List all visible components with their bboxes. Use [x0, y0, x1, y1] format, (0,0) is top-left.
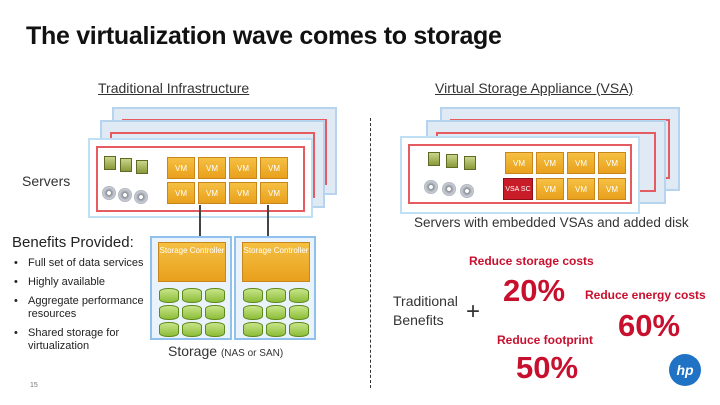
- vm-block: VM: [536, 178, 564, 200]
- traditional-benefits-label: Traditional Benefits: [393, 293, 458, 328]
- section-divider: [370, 118, 371, 388]
- benefit-item: Shared storage for virtualization: [12, 327, 152, 353]
- benefits-list: Full set of data services Highly availab…: [12, 257, 152, 359]
- vm-block: VM: [260, 182, 288, 204]
- server-board-icon: [120, 158, 132, 172]
- vm-block: VM: [167, 157, 195, 179]
- storage-controller: Storage Controller: [242, 242, 310, 282]
- page-title: The virtualization wave comes to storage: [26, 22, 502, 50]
- reduce-storage-costs-label: Reduce storage costs: [469, 254, 594, 268]
- vm-block: VM: [260, 157, 288, 179]
- traditional-infrastructure-heading: Traditional Infrastructure: [98, 80, 250, 96]
- storage-array: Storage Controller: [234, 236, 316, 340]
- plus-sign: +: [466, 298, 481, 325]
- storage-array: Storage Controller: [150, 236, 232, 340]
- benefit-item: Highly available: [12, 276, 152, 289]
- server-board-icon: [136, 160, 148, 174]
- vm-block: VM: [198, 157, 226, 179]
- servers-label: Servers: [22, 173, 71, 189]
- vsa-caption: Servers with embedded VSAs and added dis…: [414, 215, 689, 230]
- vm-block: VM: [229, 182, 257, 204]
- disk-icon: [424, 180, 438, 194]
- vm-block: VM: [598, 152, 626, 174]
- disk-icon: [442, 182, 456, 196]
- benefits-title: Benefits Provided:: [12, 234, 134, 251]
- reduce-footprint-label: Reduce footprint: [497, 333, 593, 347]
- vm-block: VM: [567, 178, 595, 200]
- vm-block: VM: [536, 152, 564, 174]
- server-board-icon: [446, 154, 458, 168]
- reduce-energy-costs-label: Reduce energy costs: [585, 288, 706, 302]
- disk-icon: [460, 184, 474, 198]
- vsa-rack-front: VM VM VM VM VSA SC VM VM VM: [400, 136, 640, 214]
- vsa-sc-block: VSA SC: [503, 178, 533, 200]
- server-board-icon: [428, 152, 440, 166]
- disk-icon: [134, 190, 148, 204]
- disk-icon: [118, 188, 132, 202]
- vm-block: VM: [567, 152, 595, 174]
- server-board-icon: [464, 156, 476, 170]
- vm-block: VM: [229, 157, 257, 179]
- storage-label: Storage (NAS or SAN): [168, 343, 284, 359]
- page-number: 15: [30, 382, 38, 389]
- vm-block: VM: [598, 178, 626, 200]
- pct-energy: 60%: [618, 308, 681, 343]
- vm-block: VM: [198, 182, 226, 204]
- disk-icon: [102, 186, 116, 200]
- vm-block: VM: [167, 182, 195, 204]
- pct-storage: 20%: [503, 273, 566, 308]
- benefit-item: Aggregate performance resources: [12, 295, 152, 321]
- server-board-icon: [104, 156, 116, 170]
- vsa-heading: Virtual Storage Appliance (VSA): [435, 80, 634, 96]
- storage-controller: Storage Controller: [158, 242, 226, 282]
- vm-block: VM: [505, 152, 533, 174]
- server-rack-front: VM VM VM VM VM VM VM VM: [88, 138, 313, 218]
- pct-footprint: 50%: [516, 350, 579, 385]
- benefit-item: Full set of data services: [12, 257, 152, 270]
- hp-logo: hp: [669, 354, 701, 386]
